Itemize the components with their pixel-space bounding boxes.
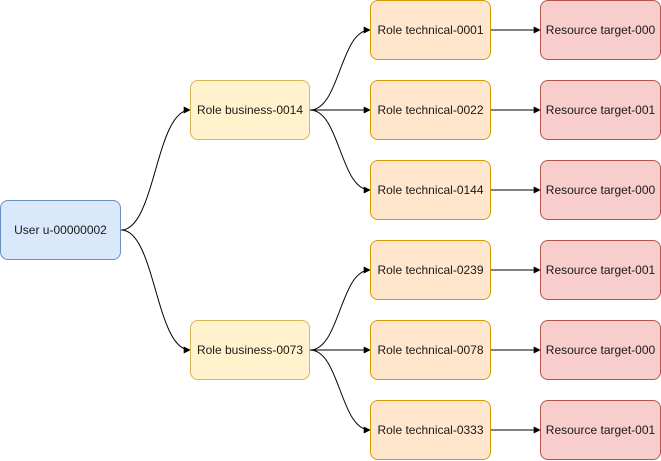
resource-node[interactable]: Resource target-000 [540, 160, 661, 220]
technical-role-node[interactable]: Role technical-0078 [370, 320, 491, 380]
resource-node[interactable]: Resource target-000 [540, 320, 661, 380]
connector-edge [120, 106, 191, 231]
technical-role-node[interactable]: Role technical-0333 [370, 400, 491, 460]
business-role-node[interactable]: Role business-0014 [190, 80, 310, 140]
connector-edge [309, 349, 371, 434]
technical-role-node[interactable]: Role technical-0144 [370, 160, 491, 220]
technical-role-node[interactable]: Role technical-0022 [370, 80, 491, 140]
resource-label: Resource target-000 [545, 183, 656, 197]
business-role-label: Role business-0073 [196, 343, 304, 357]
resource-label: Resource target-001 [545, 103, 656, 117]
business-role-node[interactable]: Role business-0073 [190, 320, 310, 380]
resource-label: Resource target-001 [545, 263, 656, 277]
user-node-label: User u-00000002 [14, 223, 107, 237]
resource-label: Resource target-000 [545, 343, 656, 357]
resource-node[interactable]: Resource target-001 [540, 80, 661, 140]
technical-role-label: Role technical-0022 [377, 103, 484, 117]
connector-edge [309, 109, 371, 194]
connector-edge [120, 229, 191, 354]
technical-role-label: Role technical-0144 [377, 183, 484, 197]
connector-edge [309, 266, 371, 351]
technical-role-node[interactable]: Role technical-0239 [370, 240, 491, 300]
technical-role-label: Role technical-0078 [377, 343, 484, 357]
resource-label: Resource target-001 [545, 423, 656, 437]
connector-edge [309, 26, 371, 111]
resource-label: Resource target-000 [545, 23, 656, 37]
resource-node[interactable]: Resource target-001 [540, 400, 661, 460]
resource-node[interactable]: Resource target-001 [540, 240, 661, 300]
technical-role-label: Role technical-0239 [377, 263, 484, 277]
technical-role-node[interactable]: Role technical-0001 [370, 0, 491, 60]
user-node[interactable]: User u-00000002 [0, 200, 121, 260]
resource-node[interactable]: Resource target-000 [540, 0, 661, 60]
technical-role-label: Role technical-0001 [377, 23, 484, 37]
business-role-label: Role business-0014 [196, 103, 304, 117]
technical-role-label: Role technical-0333 [377, 423, 484, 437]
